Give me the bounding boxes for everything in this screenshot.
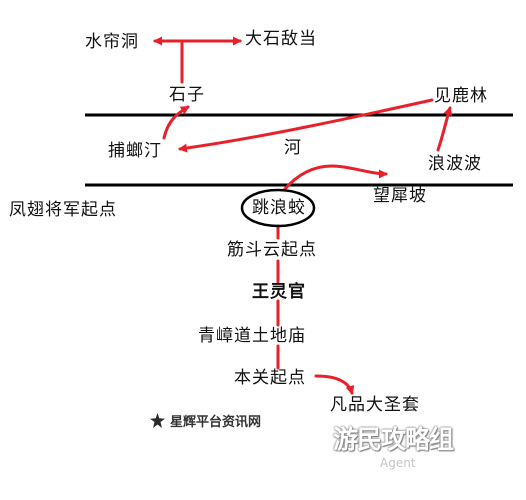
route-tiaolangjiao-langbobo — [282, 164, 388, 192]
label-dashigandang: 大石敌当 — [245, 29, 317, 49]
tiaolangjiao-highlight-ring — [240, 188, 316, 228]
watermark-site: 星辉平台资讯网 — [150, 411, 261, 430]
label-wanglingguan: 王灵官 — [252, 282, 306, 302]
label-fengchi: 凤翅将军起点 — [9, 200, 117, 220]
label-benguan: 本关起点 — [234, 368, 306, 388]
watermark-site-text: 星辉平台资讯网 — [170, 415, 262, 430]
label-jindouyun: 筋斗云起点 — [227, 240, 317, 260]
label-shizi: 石子 — [169, 85, 205, 105]
label-wangxipo: 望犀坡 — [373, 186, 427, 206]
route-benguan-fanpin — [314, 374, 355, 395]
route-butingting-shizi — [162, 105, 190, 140]
label-butingting: 捕螂汀 — [108, 141, 162, 161]
watermark-agent: Agent — [380, 456, 416, 470]
route-jianlulin-butingting — [178, 98, 434, 153]
label-fanpin: 凡品大圣套 — [330, 395, 420, 415]
label-jianlulin: 见鹿林 — [434, 86, 488, 106]
label-langbobo: 浪波波 — [428, 154, 482, 174]
label-shuiliandong: 水帘洞 — [85, 32, 139, 52]
route-langbobo-jianlulin — [436, 106, 453, 152]
label-qingzhangdao: 青嶂道土地庙 — [198, 326, 306, 346]
label-he: 河 — [284, 138, 302, 158]
star-logo-icon — [150, 413, 165, 428]
watermark-gamersky: 游民攻略组 — [333, 425, 454, 454]
label-tiaolangjiao: 跳浪蛟 — [252, 198, 306, 218]
